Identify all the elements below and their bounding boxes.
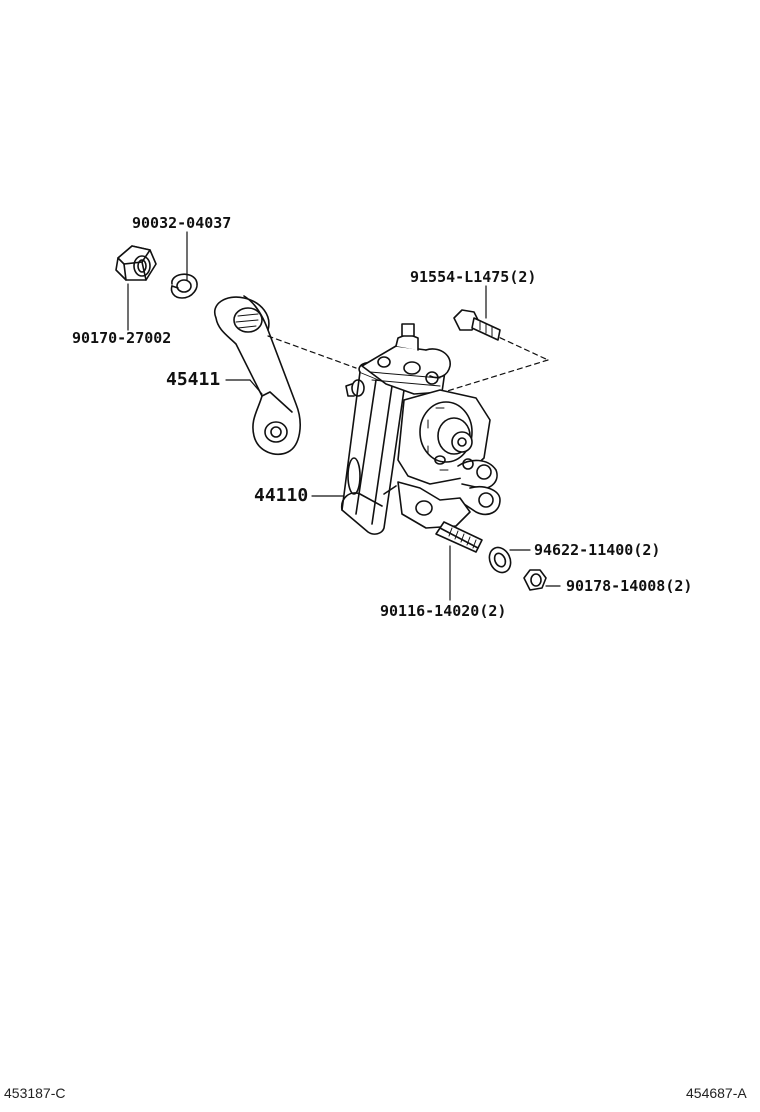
leader-lines xyxy=(127,231,561,601)
label-45411: 45411 xyxy=(166,369,221,390)
label-94622-11400: 94622-11400(2) xyxy=(534,541,661,559)
lock-washer-90032-04037 xyxy=(170,273,198,299)
footer-ref-left: 453187-C xyxy=(4,1085,66,1101)
alignment-lines xyxy=(267,333,549,393)
nut-90178-14008 xyxy=(523,569,547,591)
steering-gear-housing-44110 xyxy=(340,323,501,535)
label-90170-27002: 90170-27002 xyxy=(72,329,172,347)
label-91554-l1475: 91554-L1475(2) xyxy=(410,268,537,286)
footer-ref-right: 454687-A xyxy=(686,1085,747,1101)
bolt-91554-l1475 xyxy=(453,309,501,341)
label-90178-14008: 90178-14008(2) xyxy=(566,577,693,595)
stud-bolt-90116-14020 xyxy=(435,521,483,553)
label-90032-04037: 90032-04037 xyxy=(132,214,232,232)
label-90116-14020: 90116-14020(2) xyxy=(380,602,507,620)
pitman-arm-45411 xyxy=(213,295,301,456)
label-44110: 44110 xyxy=(254,485,309,506)
washer-94622-11400 xyxy=(488,546,512,574)
hex-nut-90170-27002 xyxy=(115,245,157,281)
